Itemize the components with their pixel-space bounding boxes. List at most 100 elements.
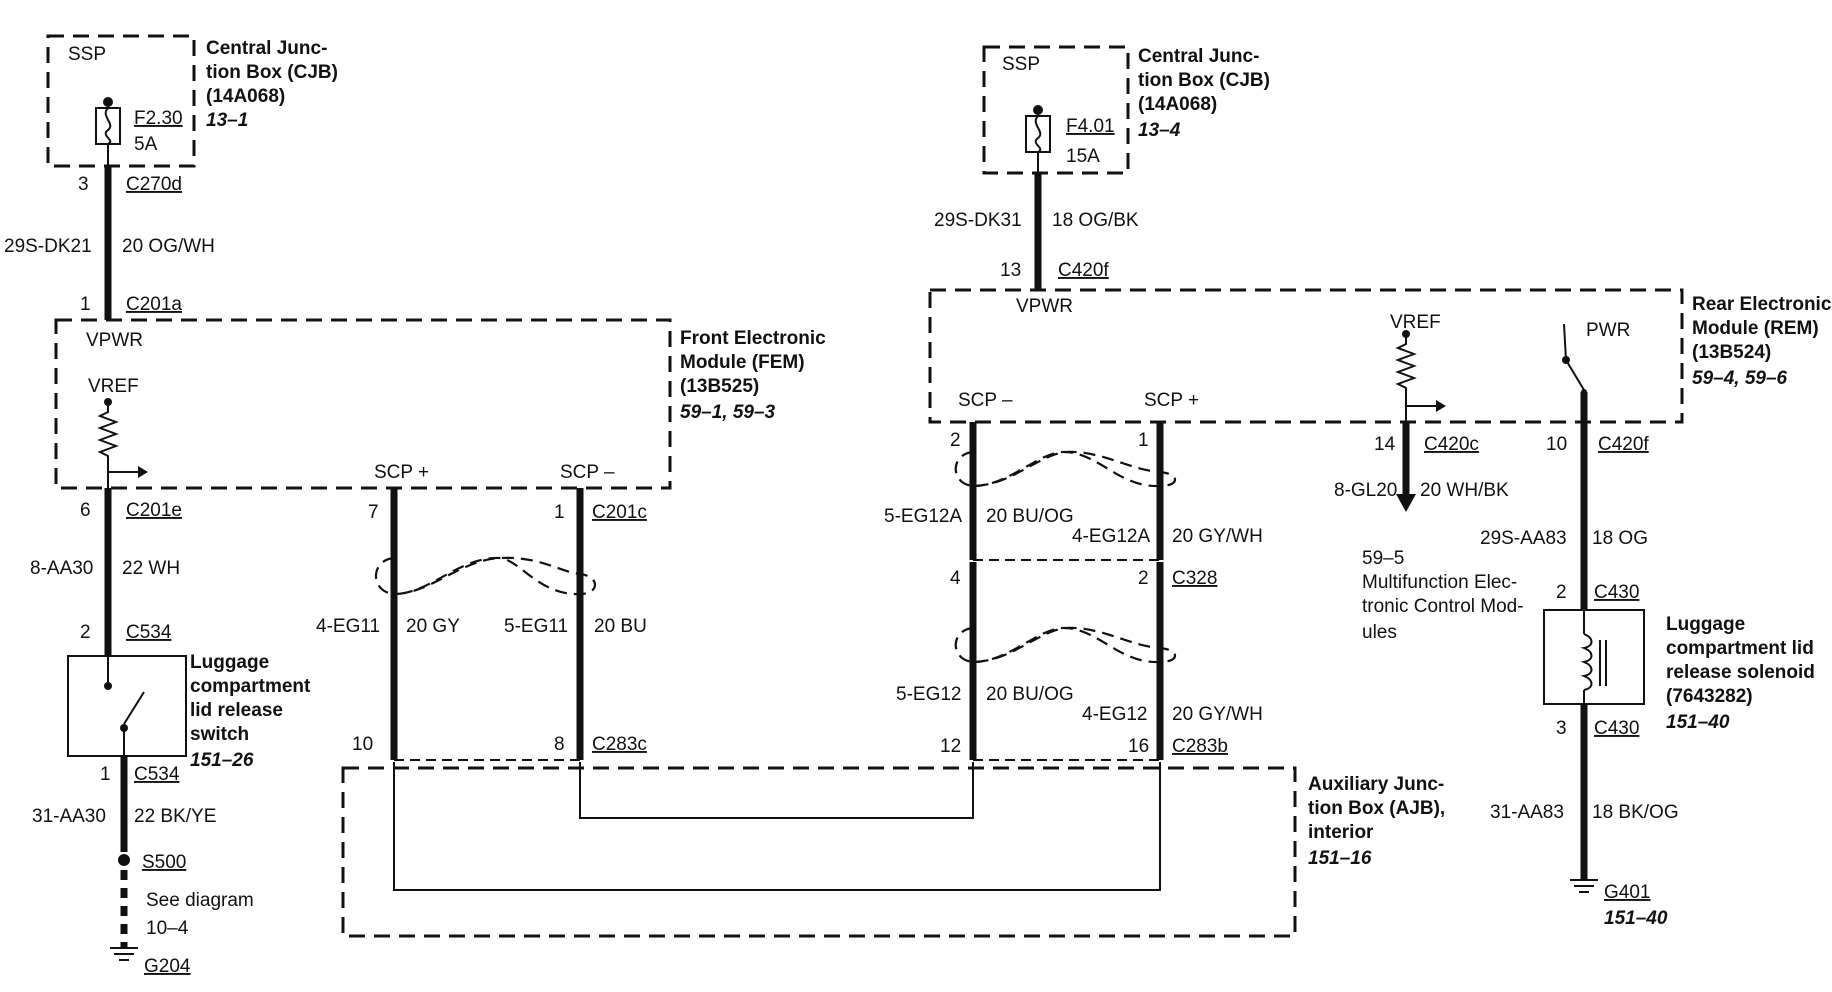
pin-2-label: 2 bbox=[80, 622, 91, 643]
left-cjb-box bbox=[46, 34, 196, 168]
left-cjb-part: (14A068) bbox=[206, 86, 285, 107]
see-diagram-2: 10–4 bbox=[146, 918, 189, 939]
fem-scp-minus: SCP – bbox=[560, 462, 615, 483]
rem-pwr-label: PWR bbox=[1586, 320, 1630, 341]
wire-5-eg12-circuit: 5-EG12 bbox=[896, 684, 961, 705]
rem-scp-plus: SCP + bbox=[1144, 390, 1199, 411]
rem-title-2: Module (REM) bbox=[1692, 318, 1819, 339]
solenoid-icon bbox=[1543, 609, 1645, 705]
connector-c270d: C270d bbox=[126, 174, 182, 195]
wire-29s-aa83-circuit: 29S-AA83 bbox=[1480, 528, 1567, 549]
ajb-box bbox=[341, 766, 1297, 938]
right-cjb-ref: 13–4 bbox=[1138, 120, 1181, 141]
pin-3-label: 3 bbox=[78, 174, 89, 195]
wire-29s-dk31-gauge: 18 OG/BK bbox=[1052, 210, 1139, 231]
fem-pin-1-label: 1 bbox=[554, 502, 565, 523]
ground-g204-icon bbox=[110, 947, 138, 961]
connector-c201a: C201a bbox=[126, 294, 182, 315]
ajb-title-3: interior bbox=[1308, 822, 1374, 843]
rem-vref-resistor-icon bbox=[1395, 330, 1446, 422]
rem-title-1: Rear Electronic bbox=[1692, 294, 1832, 315]
connector-c430-bottom: C430 bbox=[1594, 718, 1639, 739]
fuse-f230-rating: 5A bbox=[134, 134, 158, 155]
pin-10-label: 10 bbox=[352, 734, 373, 755]
rem-vpwr-label: VPWR bbox=[1016, 296, 1073, 317]
right-cjb-box bbox=[982, 45, 1130, 175]
rem-twisted-pair-lower-icon bbox=[954, 626, 1177, 664]
wire-5-eg11-circuit: 5-EG11 bbox=[504, 616, 568, 637]
rem-box bbox=[928, 288, 1684, 424]
wire-8-aa30-gauge: 22 WH bbox=[122, 558, 180, 579]
ajb-path-scp-plus bbox=[393, 762, 1161, 891]
rem-pin-1-label: 1 bbox=[1138, 430, 1149, 451]
wire-4-eg12a-circuit: 4-EG12A bbox=[1072, 526, 1150, 547]
pin-2c-label: 2 bbox=[1556, 582, 1567, 603]
pin-10-rem-label: 10 bbox=[1546, 434, 1567, 455]
wire-4-eg12a-gauge: 20 GY/WH bbox=[1172, 526, 1263, 547]
wire-5-eg12a-circuit: 5-EG12A bbox=[884, 506, 962, 527]
wire-4-eg11-gauge: 20 GY bbox=[406, 616, 460, 637]
fem-title-2: Module (FEM) bbox=[680, 352, 805, 373]
rem-pin-2b-label: 2 bbox=[1138, 568, 1149, 589]
right-cjb-title-1: Central Junc- bbox=[1138, 46, 1259, 67]
fem-vpwr-label: VPWR bbox=[86, 330, 143, 351]
rem-scp-minus: SCP – bbox=[958, 390, 1013, 411]
connector-c420f: C420f bbox=[1058, 260, 1109, 281]
pin-3-rem-label: 3 bbox=[1556, 718, 1567, 739]
switch-ref: 151–26 bbox=[190, 750, 254, 771]
wire-29s-dk21-circuit: 29S-DK21 bbox=[4, 236, 92, 257]
left-ssp-label: SSP bbox=[68, 44, 106, 65]
wire-4-eg12-gauge: 20 GY/WH bbox=[1172, 704, 1263, 725]
mecm-line-2: tronic Control Mod- bbox=[1362, 596, 1524, 617]
solenoid-title-2: compartment lid bbox=[1666, 638, 1814, 659]
wire-29s-dk21-gauge: 20 OG/WH bbox=[122, 236, 215, 257]
wire-31-aa83-gauge: 18 BK/OG bbox=[1592, 802, 1679, 823]
fuse-f230-icon bbox=[95, 97, 121, 166]
rem-twisted-pair-upper-icon bbox=[954, 450, 1177, 488]
connector-c534-top: C534 bbox=[126, 622, 172, 643]
left-cjb-ref: 13–1 bbox=[206, 110, 248, 131]
wire-5-eg12a-gauge: 20 BU/OG bbox=[986, 506, 1074, 527]
connector-c201c: C201c bbox=[592, 502, 647, 523]
solenoid-ref: 151–40 bbox=[1666, 712, 1730, 733]
fem-box bbox=[54, 318, 672, 490]
connector-c430-top: C430 bbox=[1594, 582, 1639, 603]
fem-ref: 59–1, 59–3 bbox=[680, 402, 776, 423]
mecm-line-1: Multifunction Elec- bbox=[1362, 572, 1517, 593]
wire-8-gl20-gauge: 20 WH/BK bbox=[1420, 480, 1509, 501]
pin-12-label: 12 bbox=[940, 736, 961, 757]
wire-5-eg11-gauge: 20 BU bbox=[594, 616, 647, 637]
pin-6-label: 6 bbox=[80, 500, 91, 521]
pin-13-label: 13 bbox=[1000, 260, 1021, 281]
right-cjb-part: (14A068) bbox=[1138, 94, 1217, 115]
splice-s500-label: S500 bbox=[142, 852, 186, 873]
switch-title-1: Luggage bbox=[190, 652, 269, 673]
solenoid-title-1: Luggage bbox=[1666, 614, 1745, 635]
fem-twisted-pair-icon bbox=[375, 556, 597, 596]
rem-vref-label: VREF bbox=[1390, 312, 1441, 333]
fem-vref-label: VREF bbox=[88, 376, 139, 397]
ground-g204-label: G204 bbox=[144, 956, 191, 977]
fem-title-1: Front Electronic bbox=[680, 328, 826, 349]
fem-part: (13B525) bbox=[680, 376, 759, 397]
wire-4-eg11-circuit: 4-EG11 bbox=[316, 616, 380, 637]
connector-c201e: C201e bbox=[126, 500, 182, 521]
fuse-f401-icon bbox=[1025, 105, 1051, 173]
rem-pin-2-label: 2 bbox=[950, 430, 961, 451]
wire-5-eg12-gauge: 20 BU/OG bbox=[986, 684, 1074, 705]
left-cjb-title-1: Central Junc- bbox=[206, 38, 327, 59]
solenoid-title-3: release solenoid bbox=[1666, 662, 1815, 683]
mecm-ref: 59–5 bbox=[1362, 548, 1404, 569]
pwr-switch-icon bbox=[1562, 323, 1587, 395]
ground-g401-label: G401 bbox=[1604, 882, 1650, 903]
connector-c283c: C283c bbox=[592, 734, 647, 755]
pin-16-label: 16 bbox=[1128, 736, 1149, 757]
switch-title-3: lid release bbox=[190, 700, 283, 721]
pin-1-label: 1 bbox=[80, 294, 91, 315]
ajb-ref: 151–16 bbox=[1308, 848, 1372, 869]
ajb-title-1: Auxiliary Junc- bbox=[1308, 774, 1444, 795]
connector-c420f-b: C420f bbox=[1598, 434, 1649, 455]
pin-4-label: 4 bbox=[950, 568, 961, 589]
ground-g401-icon bbox=[1570, 879, 1598, 893]
